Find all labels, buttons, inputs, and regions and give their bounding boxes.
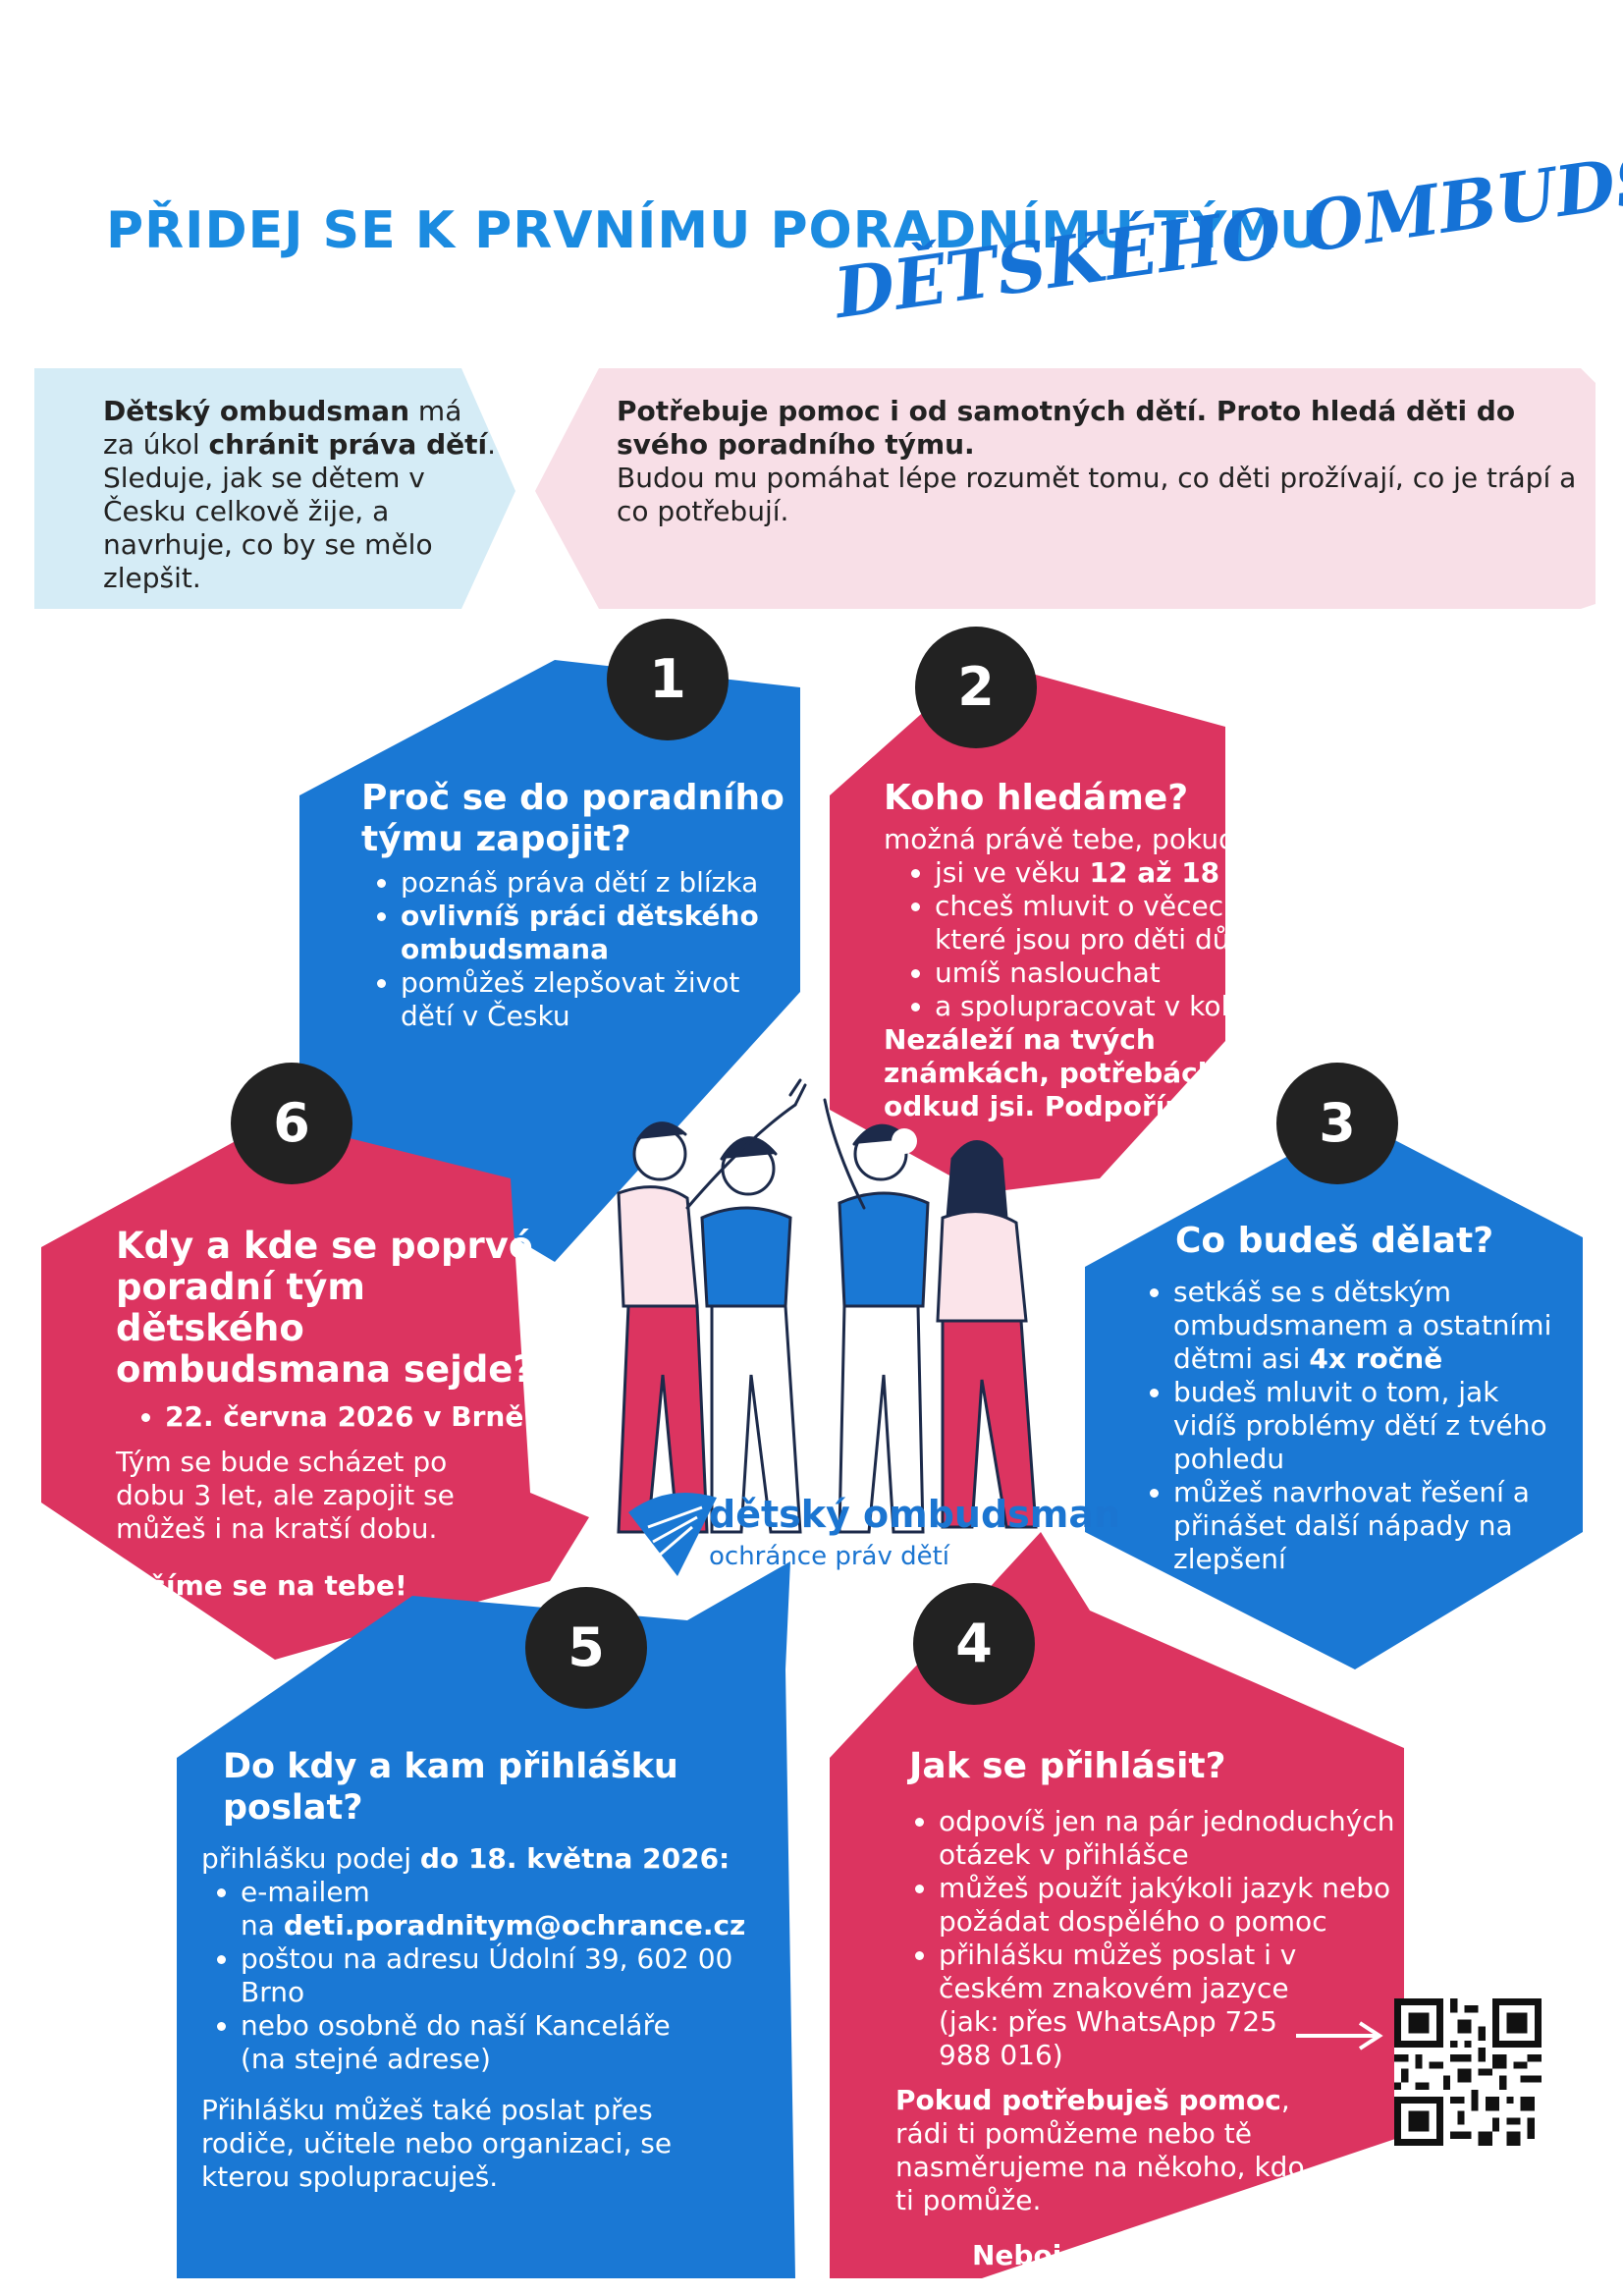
hex-5-shape bbox=[177, 1561, 795, 2278]
section-5-item-email-mid: na bbox=[241, 1909, 284, 1941]
section-3-list: setkáš se s dětským ombudsmanem a ostatn… bbox=[1134, 1276, 1556, 1576]
section-4-closing: Neboj se ozvat! bbox=[972, 2239, 1214, 2271]
section-5: Do kdy a kam přihlášku poslat? přihlášku… bbox=[201, 1746, 790, 2194]
hex-3-shape bbox=[1085, 1120, 1583, 1669]
section-5-intro: přihlášku podej do 18. května 2026: bbox=[201, 1842, 790, 1876]
section-5-intro-pre: přihlášku podej bbox=[201, 1842, 420, 1875]
section-5-item-text: nebo osobně do naší Kanceláře bbox=[241, 2009, 671, 2042]
intro-left-text: Dětský ombudsman má za úkol chránit práv… bbox=[103, 395, 496, 595]
qr-code[interactable] bbox=[1394, 1998, 1542, 2146]
intro-left-lead: Dětský ombudsman bbox=[103, 395, 410, 427]
intro-left-part1: má za úkol bbox=[103, 395, 462, 461]
section-6-item: 22. června 2026 v Brně bbox=[165, 1400, 548, 1434]
section-5-item: nebo osobně do naší Kanceláře(na stejné … bbox=[241, 2009, 790, 2076]
section-4-help-bold: Pokud potřebuješ pomoc bbox=[895, 2084, 1281, 2116]
qr-arrow bbox=[1296, 2021, 1383, 2050]
intro-right-body: Budou mu pomáhat lépe rozumět tomu, co d… bbox=[617, 462, 1577, 527]
section-2-note-text: Nezáleží na tvých známkách, potřebách an… bbox=[884, 1023, 1274, 1122]
section-1-item: ovlivníš práci dětského ombudsmana bbox=[401, 900, 793, 966]
section-2-item-bold: 12 až 18 let bbox=[1089, 856, 1271, 889]
hex-2-shape bbox=[830, 660, 1225, 1193]
section-2-item: a spolupracovat v kolektivu bbox=[935, 990, 1316, 1023]
section-4-item: odpovíš jen na pár jednoduchých otázek v… bbox=[939, 1805, 1406, 1872]
section-3-item-bold: 4x ročně bbox=[1309, 1342, 1443, 1375]
section-5-item: poštou na adresu Údolní 39, 602 00 Brno bbox=[241, 1942, 790, 2009]
section-2-item-pre: jsi ve věku bbox=[935, 856, 1090, 889]
section-1-list: poznáš práva dětí z blízka ovlivníš prác… bbox=[361, 866, 793, 1033]
section-1-item-bold: ovlivníš práci dětského ombudsmana bbox=[401, 900, 759, 965]
section-1-number: 1 bbox=[607, 619, 729, 740]
section-4-help: Pokud potřebuješ pomoc, rádi ti pomůžeme… bbox=[895, 2084, 1327, 2217]
section-5-item-sub: (na stejné adrese) bbox=[241, 2043, 491, 2075]
section-2-item: umíš naslouchat bbox=[935, 957, 1316, 990]
intro-left-banner bbox=[34, 368, 515, 609]
intro-left-part2: . Sleduje, jak se dětem v Česku celkově … bbox=[103, 428, 496, 594]
section-3-item: budeš mluvit o tom, jak vidíš problémy d… bbox=[1173, 1376, 1556, 1476]
section-5-note: Přihlášku můžeš také poslat přes rodiče,… bbox=[201, 2094, 673, 2193]
section-3: Co budeš dělat? setkáš se s dětským ombu… bbox=[1134, 1221, 1556, 1576]
section-5-item-email-label: e-mailem bbox=[241, 1876, 370, 1908]
section-4-title: Jak se přihlásit? bbox=[909, 1746, 1226, 1786]
section-6-list: 22. června 2026 v Brně bbox=[116, 1400, 548, 1434]
heart-icon bbox=[892, 1128, 917, 1154]
section-2-item: chceš mluvit o věcech, které jsou pro dě… bbox=[935, 890, 1316, 957]
section-6-closing: Těšíme se na tebe! bbox=[116, 1569, 407, 1602]
logo-name: dětský ombudsman bbox=[709, 1493, 1121, 1536]
email-link[interactable]: deti.poradnitym@ochrance.cz bbox=[283, 1909, 746, 1941]
section-6: Kdy a kde se poprvé poradní tým dětského… bbox=[116, 1226, 548, 1603]
intro-left-bold: chránit práva dětí bbox=[208, 428, 488, 461]
intro-right-text: Potřebuje pomoc i od samotných dětí. Pro… bbox=[617, 395, 1579, 528]
section-2-item: jsi ve věku 12 až 18 let bbox=[935, 856, 1316, 890]
logo: dětský ombudsman ochránce práv dětí bbox=[709, 1493, 1120, 1571]
section-4-help-text: , rádi ti pomůžeme nebo tě nasměrujeme n… bbox=[895, 2084, 1305, 2216]
section-6-text: Tým se bude scházet po dobu 3 let, ale z… bbox=[116, 1446, 455, 1545]
section-1: Proč se do poradního týmu zapojit? pozná… bbox=[361, 778, 793, 1033]
logo-tagline: ochránce práv dětí bbox=[709, 1542, 950, 1571]
hex-6-shape bbox=[41, 1120, 589, 1660]
intro-right-bold: Potřebuje pomoc i od samotných dětí. Pro… bbox=[617, 395, 1516, 461]
section-3-item: setkáš se s dětským ombudsmanem a ostatn… bbox=[1173, 1276, 1556, 1376]
section-5-intro-bold: do 18. května 2026: bbox=[419, 1842, 730, 1875]
section-4: Jak se přihlásit? odpovíš jen na pár jed… bbox=[895, 1746, 1406, 2272]
section-3-title: Co budeš dělat? bbox=[1175, 1221, 1494, 1261]
section-2-intro: možná právě tebe, pokud: bbox=[884, 823, 1246, 855]
section-3-item-pre: setkáš se s dětským ombudsmanem a ostatn… bbox=[1173, 1276, 1552, 1375]
section-6-title: Kdy a kde se poprvé poradní tým dětského… bbox=[116, 1225, 534, 1391]
section-1-item: pomůžeš zlepšovat život dětí v Česku bbox=[401, 966, 793, 1033]
section-2-note: Nezáleží na tvých známkách, potřebách an… bbox=[884, 1023, 1296, 1157]
section-4-item: můžeš použít jakýkoli jazyk nebo požádat… bbox=[939, 1872, 1406, 1939]
section-6-item-bold: 22. června 2026 v Brně bbox=[165, 1400, 524, 1433]
section-2: Koho hledáme? možná právě tebe, pokud: j… bbox=[884, 778, 1316, 1157]
logo-mark bbox=[628, 1493, 717, 1576]
section-6-number: 6 bbox=[231, 1063, 352, 1184]
section-2-list: jsi ve věku 12 až 18 let chceš mluvit o … bbox=[884, 856, 1316, 1023]
intro-right-banner bbox=[535, 368, 1596, 609]
hex-4-shape bbox=[830, 1532, 1404, 2278]
section-5-title: Do kdy a kam přihlášku poslat? bbox=[223, 1747, 678, 1828]
section-3-item: můžeš navrhovat řešení a přinášet další … bbox=[1173, 1476, 1556, 1576]
section-2-number: 2 bbox=[915, 627, 1037, 748]
section-4-list: odpovíš jen na pár jednoduchých otázek v… bbox=[895, 1805, 1406, 2072]
section-3-number: 3 bbox=[1276, 1063, 1398, 1184]
section-1-item: poznáš práva dětí z blízka bbox=[401, 866, 793, 900]
section-5-number: 5 bbox=[525, 1587, 647, 1709]
hex-1-shape bbox=[299, 660, 800, 1262]
section-2-title: Koho hledáme? bbox=[884, 778, 1189, 818]
section-1-title: Proč se do poradního týmu zapojit? bbox=[361, 778, 784, 859]
section-4-item: přihlášku můžeš poslat i v českém znakov… bbox=[939, 1939, 1331, 2072]
section-4-number: 4 bbox=[913, 1583, 1035, 1705]
page-title: PŘIDEJ SE K PRVNÍMU PORADNÍMU TÝMU bbox=[106, 201, 1323, 260]
